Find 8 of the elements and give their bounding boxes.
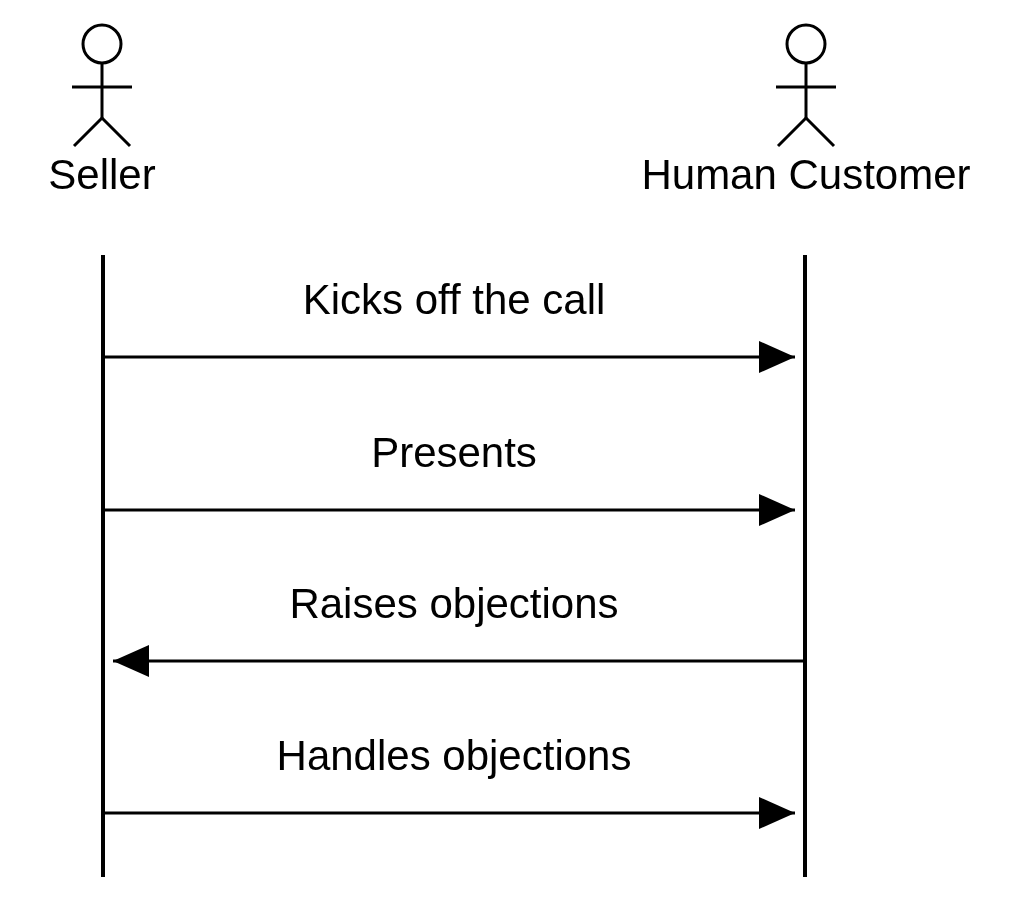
actor-name: Seller xyxy=(48,150,156,200)
message-arrow xyxy=(105,797,795,829)
actor-name: Human Customer xyxy=(641,150,971,200)
message-arrow xyxy=(105,341,795,373)
message-arrow xyxy=(113,645,803,677)
lifeline xyxy=(803,255,807,877)
lifeline xyxy=(101,255,105,877)
message-arrow xyxy=(105,494,795,526)
